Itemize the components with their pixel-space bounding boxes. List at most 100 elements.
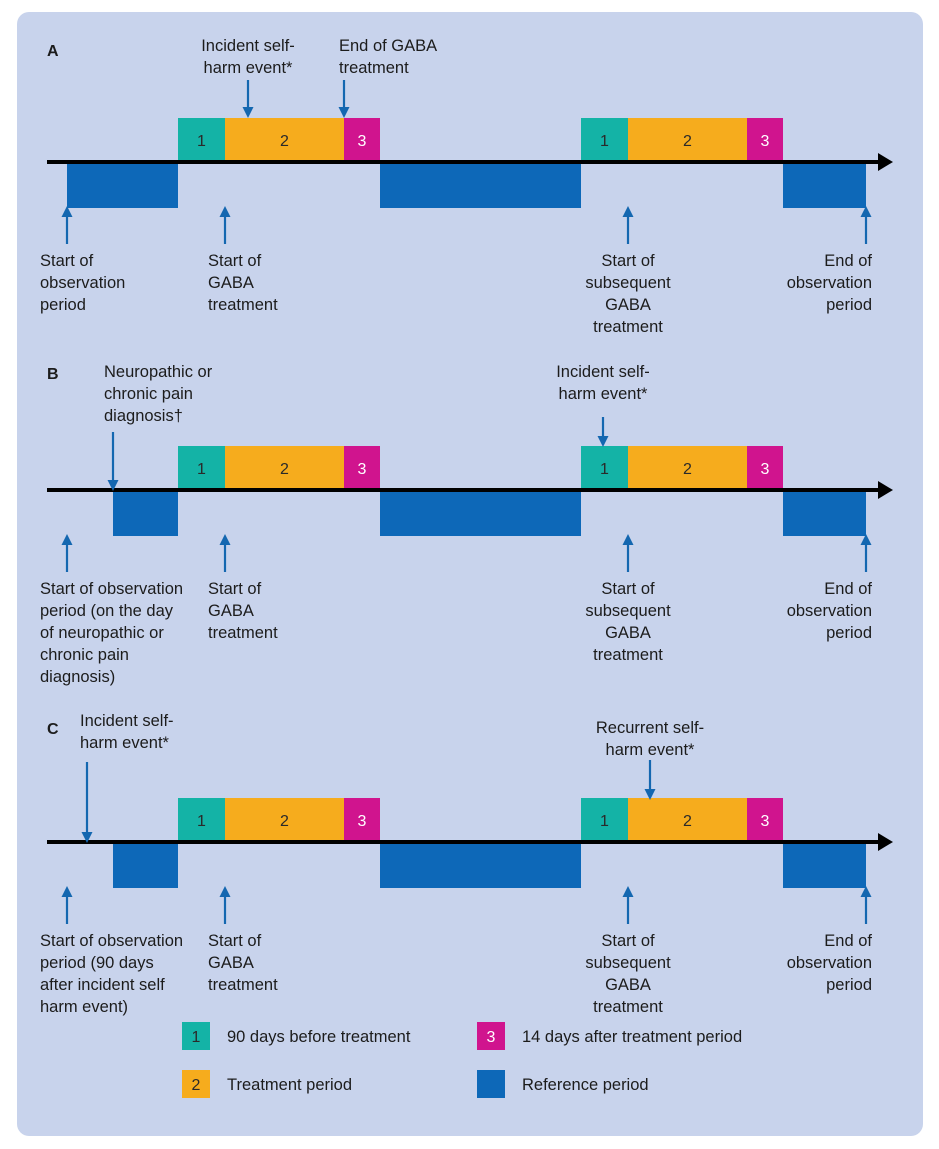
panel-c-after-period-block: [747, 798, 783, 842]
panel-a-start-of-subsequent-gaba-treatment-line: Start of: [601, 252, 655, 270]
panel-c-start-of-observation-period-line: harm event): [40, 998, 128, 1016]
panel-b-after-period-block: [344, 446, 380, 490]
panel-b-incident-self-harm-event-arrow: [597, 417, 609, 447]
panel-c-end-of-observation-period-arrow-head: [860, 886, 872, 897]
panel-a-before-period-block: [581, 118, 628, 162]
panel-b-after-period-block: [747, 446, 783, 490]
panel-b-start-of-observation-period-line: period (on the day: [40, 602, 174, 620]
panel-b-treatment-period-number: 2: [280, 461, 289, 478]
panel-a-end-of-observation-period-arrow-head: [860, 206, 872, 217]
panel-c-start-of-subsequent-gaba-treatment-arrow-head: [622, 886, 634, 897]
panel-b-start-of-observation-period-arrow-head: [61, 534, 73, 545]
panel-a-timeline-arrowhead: [878, 153, 893, 171]
legend-before-label: 90 days before treatment: [227, 1028, 411, 1046]
panel-c-start-of-observation-period-arrow-head: [61, 886, 73, 897]
panel-a-incident-self-harm-event-arrow-head: [242, 107, 254, 118]
panel-a-reference-period-block: [783, 164, 866, 208]
panel-b-start-of-subsequent-gaba-treatment-line: GABA: [605, 624, 651, 642]
panel-c-after-period-block: [344, 798, 380, 842]
panel-b-after-period-number: 3: [358, 461, 367, 478]
panel-c-before-period-number: 1: [197, 813, 206, 830]
panel-b-start-of-subsequent-gaba-treatment-line: subsequent: [585, 602, 671, 620]
panel-c-start-of-gaba-treatment-text: Start of GABA treatment: [208, 932, 278, 994]
panel-a-after-period-block: [344, 118, 380, 162]
panel-c-end-of-observation-period-line: period: [826, 976, 872, 994]
panel-a-start-of-subsequent-gaba-treatment-line: subsequent: [585, 274, 671, 292]
panel-a-start-of-observation-period-arrow: [61, 206, 73, 244]
panel-b-end-of-observation-period-line: period: [826, 624, 872, 642]
panel-c-start-of-subsequent-gaba-treatment-line: Start of: [601, 932, 655, 950]
panel-a-treatment-period-number: 2: [280, 133, 289, 150]
panel-a-treatment-period-block: [628, 118, 747, 162]
panel-c-start-of-gaba-treatment-line: Start of: [208, 932, 262, 950]
panel-a-start-of-subsequent-gaba-treatment-line: GABA: [605, 296, 651, 314]
panel-a-incident-self-harm-event-arrow: [242, 80, 254, 118]
panel-c-treatment-period-block: [628, 798, 747, 842]
panel-a-start-of-subsequent-gaba-treatment-arrow-head: [622, 206, 634, 217]
panel-c-start-of-subsequent-gaba-treatment-line: treatment: [593, 998, 663, 1016]
panel-a-start-of-gaba-treatment-line: treatment: [208, 296, 278, 314]
panel-b-incident-self-harm-event-arrow-head: [597, 436, 609, 447]
panel-c-start-of-observation-period-arrow: [61, 886, 73, 924]
panel-b-treatment-period-number: 2: [683, 461, 692, 478]
panel-a-reference-period-block: [67, 164, 178, 208]
panel-b-start-of-subsequent-gaba-treatment-arrow: [622, 534, 634, 572]
panel-a-end-of-gaba-treatment-arrow-head: [338, 107, 350, 118]
panel-c-start-of-gaba-treatment-line: treatment: [208, 976, 278, 994]
panel-b-start-of-gaba-treatment-line: treatment: [208, 624, 278, 642]
panel-b-treatment-period-block: [628, 446, 747, 490]
panel-a-before-period-block: [178, 118, 225, 162]
panel-c-end-of-observation-period-line: End of: [824, 932, 872, 950]
panel-c-end-of-observation-period-line: observation: [787, 954, 872, 972]
panel-c-recurrent-self-harm-event-arrow-head: [644, 789, 656, 800]
panel-c-start-of-gaba-treatment-line: GABA: [208, 954, 254, 972]
panel-a-end-of-observation-period-line: period: [826, 296, 872, 314]
panel-b-start-of-gaba-treatment-arrow-head: [219, 534, 231, 545]
panel-b-reference-period-block: [380, 492, 581, 536]
panel-a-incident-self-harm-event-line: harm event*: [204, 59, 294, 77]
panel-b-incident-self-harm-event-line: harm event*: [559, 385, 649, 403]
legend-reference-label: Reference period: [522, 1076, 649, 1094]
panel-b-start-of-observation-period-line: diagnosis): [40, 668, 115, 686]
panel-a-treatment-period-block: [225, 118, 344, 162]
panel-c-start-of-gaba-treatment-arrow: [219, 886, 231, 924]
panel-a-start-of-observation-period-line: period: [40, 296, 86, 314]
panel-b-end-of-observation-period-arrow: [860, 534, 872, 572]
panel-c-treatment-period-block: [225, 798, 344, 842]
panel-c-incident-self-harm-event-arrow: [81, 762, 93, 843]
panel-c-recurrent-self-harm-event-line: Recurrent self-: [596, 719, 704, 737]
panel-b-incident-self-harm-event-line: Incident self-: [556, 363, 650, 381]
panel-c-reference-period-block: [380, 844, 581, 888]
panel-b-letter: B: [47, 366, 59, 383]
panel-c-reference-period-block: [113, 844, 178, 888]
panel-c-start-of-subsequent-gaba-treatment-arrow: [622, 886, 634, 924]
panel-a-start-of-subsequent-gaba-treatment-line: treatment: [593, 318, 663, 336]
panel-b-start-of-observation-period-line: of neuropathic or: [40, 624, 164, 642]
legend-before-swatch: [182, 1022, 210, 1050]
panel-a-after-period-number: 3: [761, 133, 770, 150]
panel-a-after-period-number: 3: [358, 133, 367, 150]
panel-c-before-period-block: [581, 798, 628, 842]
panel-b-start-of-gaba-treatment-arrow: [219, 534, 231, 572]
panel-b-reference-period-block: [783, 492, 866, 536]
panel-b-before-period-number: 1: [600, 461, 609, 478]
panel-c-start-of-observation-period-line: after incident self: [40, 976, 165, 994]
panel-c-treatment-period-number: 2: [280, 813, 289, 830]
panel-b-neuropathic-or-chronic-pain-diagnosis-line: diagnosis†: [104, 407, 183, 425]
panel-c-before-period-number: 1: [600, 813, 609, 830]
panel-c-end-of-observation-period-arrow: [860, 886, 872, 924]
panel-c-before-period-block: [178, 798, 225, 842]
panel-b-end-of-observation-period-arrow-head: [860, 534, 872, 545]
panel-c-recurrent-self-harm-event-line: harm event*: [606, 741, 696, 759]
panel-a-end-of-gaba-treatment-arrow: [338, 80, 350, 118]
panel-c-recurrent-self-harm-event-text: Recurrent self-harm event*: [596, 719, 704, 759]
panel-c-end-of-observation-period-text: End of observation period: [787, 932, 873, 994]
